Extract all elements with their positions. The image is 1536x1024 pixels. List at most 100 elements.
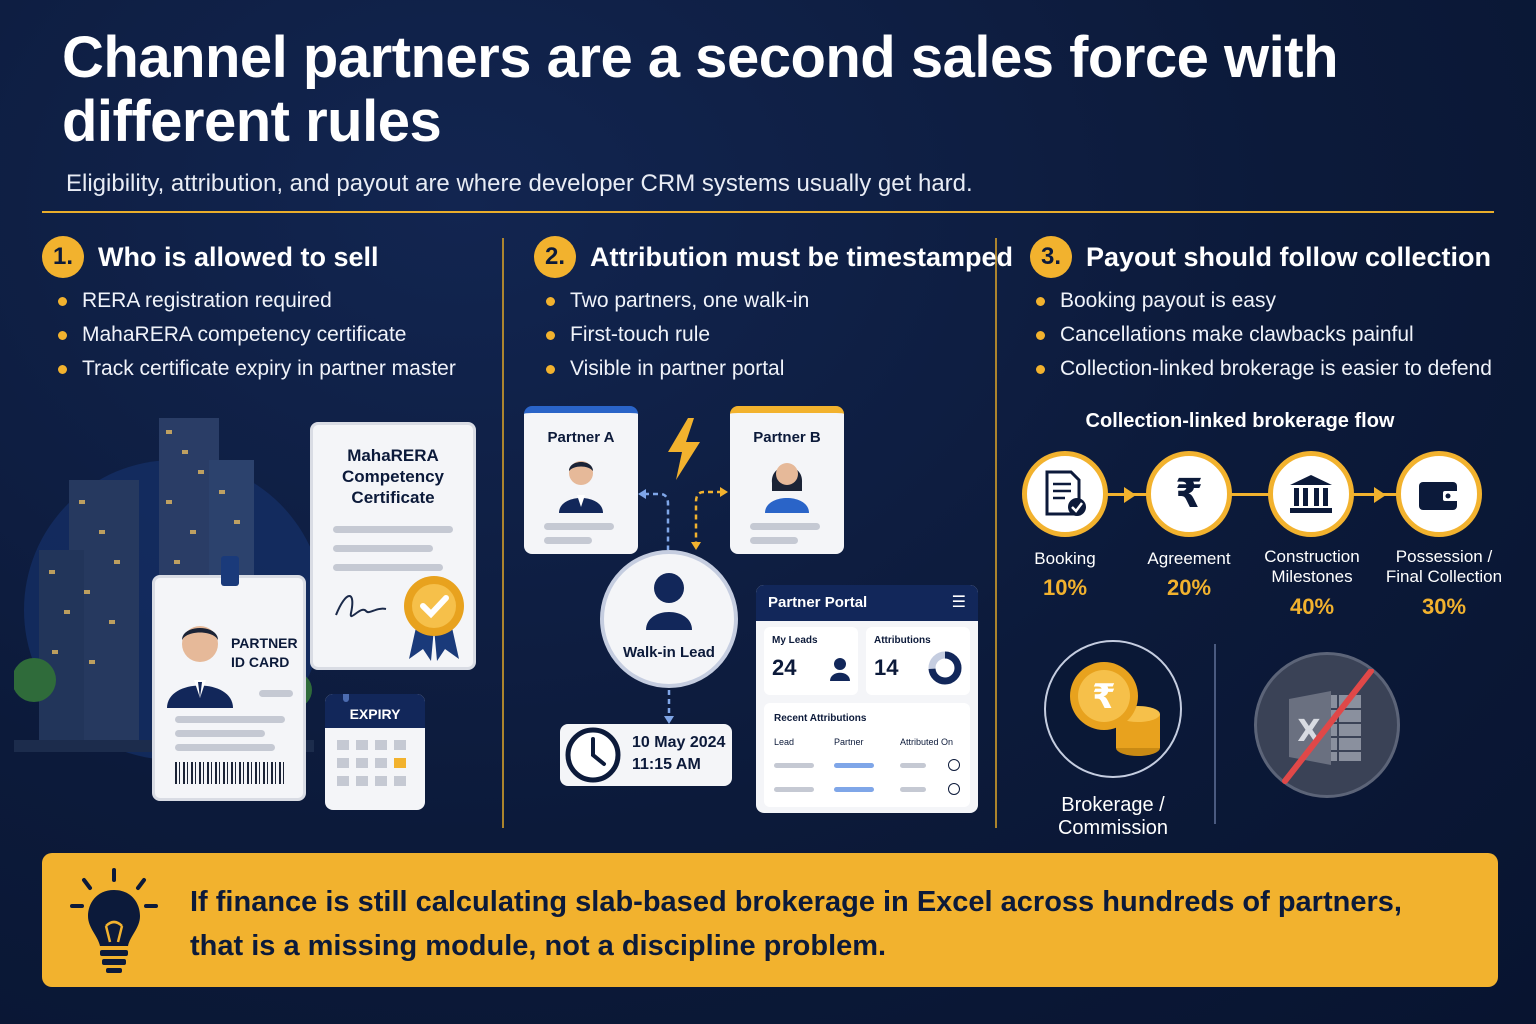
barcode-icon xyxy=(175,762,287,784)
bullet-item: Track certificate expiry in partner mast… xyxy=(56,352,456,386)
flow-step-percent: 20% xyxy=(1166,575,1212,600)
menu-icon[interactable]: ☰ xyxy=(951,594,966,611)
bullet-item: Cancellations make clawbacks painful xyxy=(1034,318,1492,352)
user-icon xyxy=(830,658,850,681)
section-1-bullets: RERA registration required MahaRERA comp… xyxy=(56,284,456,386)
table-row xyxy=(900,787,926,792)
svg-text:₹: ₹ xyxy=(1092,677,1116,717)
partner-portal-window: Partner Portal ☰ My Leads 24 Attribution… xyxy=(756,585,978,813)
column-divider-1 xyxy=(502,238,504,828)
id-card-label: PARTNER ID CARD xyxy=(231,635,298,670)
text-placeholder xyxy=(259,690,293,697)
clock-icon xyxy=(948,783,960,795)
person-icon xyxy=(646,573,692,630)
flow-step-percent: 30% xyxy=(1421,594,1467,619)
lightning-icon xyxy=(668,418,700,480)
section-title: Who is allowed to sell xyxy=(98,241,379,272)
attributions-tile[interactable]: Attributions 14 xyxy=(866,627,970,695)
text-placeholder xyxy=(544,523,614,530)
flow-title: Collection-linked brokerage flow xyxy=(1085,410,1395,432)
bullet-item: Booking payout is easy xyxy=(1034,284,1492,318)
bullet-item: Two partners, one walk-in xyxy=(544,284,809,318)
section-title: Attribution must be timestamped xyxy=(590,241,1014,272)
attributions-value: 14 xyxy=(874,655,899,680)
banner-text: If finance is still calculating slab-bas… xyxy=(190,880,1470,968)
banner-line-1: If finance is still calculating slab-bas… xyxy=(190,886,1402,918)
walkin-label: Walk-in Lead xyxy=(623,644,715,661)
recent-attributions-panel: Recent Attributions Lead Partner Attribu… xyxy=(764,703,970,807)
walkin-lead-node: Walk-in Lead xyxy=(600,550,738,688)
partner-b-avatar-icon xyxy=(765,463,809,513)
section-number: 3. xyxy=(1030,236,1072,278)
flow-step-booking xyxy=(1022,451,1108,537)
section-number: 1. xyxy=(42,236,84,278)
section-2-header: 2. Attribution must be timestamped xyxy=(534,236,1013,278)
text-placeholder xyxy=(333,564,443,571)
flow-arrow xyxy=(1124,487,1136,503)
text-placeholder xyxy=(750,523,820,530)
table-row xyxy=(774,787,814,792)
flow-step-agreement: ₹ xyxy=(1146,451,1232,537)
lightbulb-icon xyxy=(70,868,158,973)
timestamp-time: 11:15 AM xyxy=(632,756,701,773)
coins-icon: ₹ xyxy=(1070,662,1160,756)
section-2-bullets: Two partners, one walk-in First-touch ru… xyxy=(544,284,809,386)
donut-chart-icon xyxy=(928,651,962,685)
header-divider xyxy=(42,211,1494,213)
table-row xyxy=(774,763,814,768)
flow-step-possession xyxy=(1396,451,1482,537)
flow-step-label: Booking xyxy=(1034,549,1096,568)
bullet-item: Collection-linked brokerage is easier to… xyxy=(1034,352,1492,386)
excel-crossed-icon: X xyxy=(1282,669,1374,784)
section-1-header: 1. Who is allowed to sell xyxy=(42,236,379,278)
text-placeholder xyxy=(175,716,285,723)
brokerage-coin-circle: ₹ xyxy=(1044,640,1182,778)
vertical-separator xyxy=(1214,644,1216,824)
expiry-calendar: EXPIRY xyxy=(325,694,425,810)
flow-step-construction xyxy=(1268,451,1354,537)
text-placeholder xyxy=(544,537,592,544)
portal-title: Partner Portal xyxy=(768,594,868,611)
flow-step-percent: 10% xyxy=(1042,575,1088,600)
bullet-item: RERA registration required xyxy=(56,284,456,318)
calendar-grid-icon xyxy=(337,740,406,786)
attributions-label: Attributions xyxy=(874,635,931,646)
column-header-lead: Lead xyxy=(774,737,795,747)
excel-crossed-circle: X xyxy=(1254,652,1400,798)
table-row xyxy=(834,787,874,792)
flow-step-percent: 40% xyxy=(1289,594,1335,619)
portal-header: Partner Portal ☰ xyxy=(756,585,978,621)
text-placeholder xyxy=(333,545,433,552)
table-row xyxy=(900,763,926,768)
person-avatar-icon xyxy=(167,626,233,708)
column-header-partner: Partner xyxy=(834,737,864,747)
my-leads-label: My Leads xyxy=(772,635,818,646)
timestamp-card: 10 May 2024 11:15 AM xyxy=(560,724,732,786)
bullet-item: Visible in partner portal xyxy=(544,352,809,386)
section-title: Payout should follow collection xyxy=(1086,241,1492,272)
my-leads-value: 24 xyxy=(772,655,797,680)
partner-b-card: Partner B xyxy=(730,406,844,554)
my-leads-tile[interactable]: My Leads 24 xyxy=(764,627,858,695)
certificate-title: MahaRERA Competency Certificate xyxy=(341,446,445,507)
bank-icon xyxy=(1290,475,1332,513)
partner-id-card: PARTNER ID CARD xyxy=(152,556,306,801)
badge-seal-icon xyxy=(404,576,464,661)
clock-icon xyxy=(948,759,960,771)
clock-icon xyxy=(565,727,621,783)
flow-arrow xyxy=(1374,487,1386,503)
calendar-ring xyxy=(343,694,349,702)
section-3-header: 3. Payout should follow collection xyxy=(1030,236,1491,278)
document-check-icon xyxy=(1045,470,1086,516)
flow-step-label: Possession / Final Collection xyxy=(1385,547,1503,586)
wallet-icon xyxy=(1419,482,1459,510)
column-divider-2 xyxy=(995,238,997,828)
rupee-icon: ₹ xyxy=(1175,472,1203,516)
flow-step-label: Construction Milestones xyxy=(1264,547,1360,586)
signature-icon xyxy=(335,595,387,618)
down-arrow xyxy=(664,690,674,724)
attribution-arrows xyxy=(638,487,728,550)
page-subtitle: Eligibility, attribution, and payout are… xyxy=(66,170,973,197)
text-placeholder xyxy=(750,537,798,544)
partner-a-label: Partner A xyxy=(547,429,615,446)
